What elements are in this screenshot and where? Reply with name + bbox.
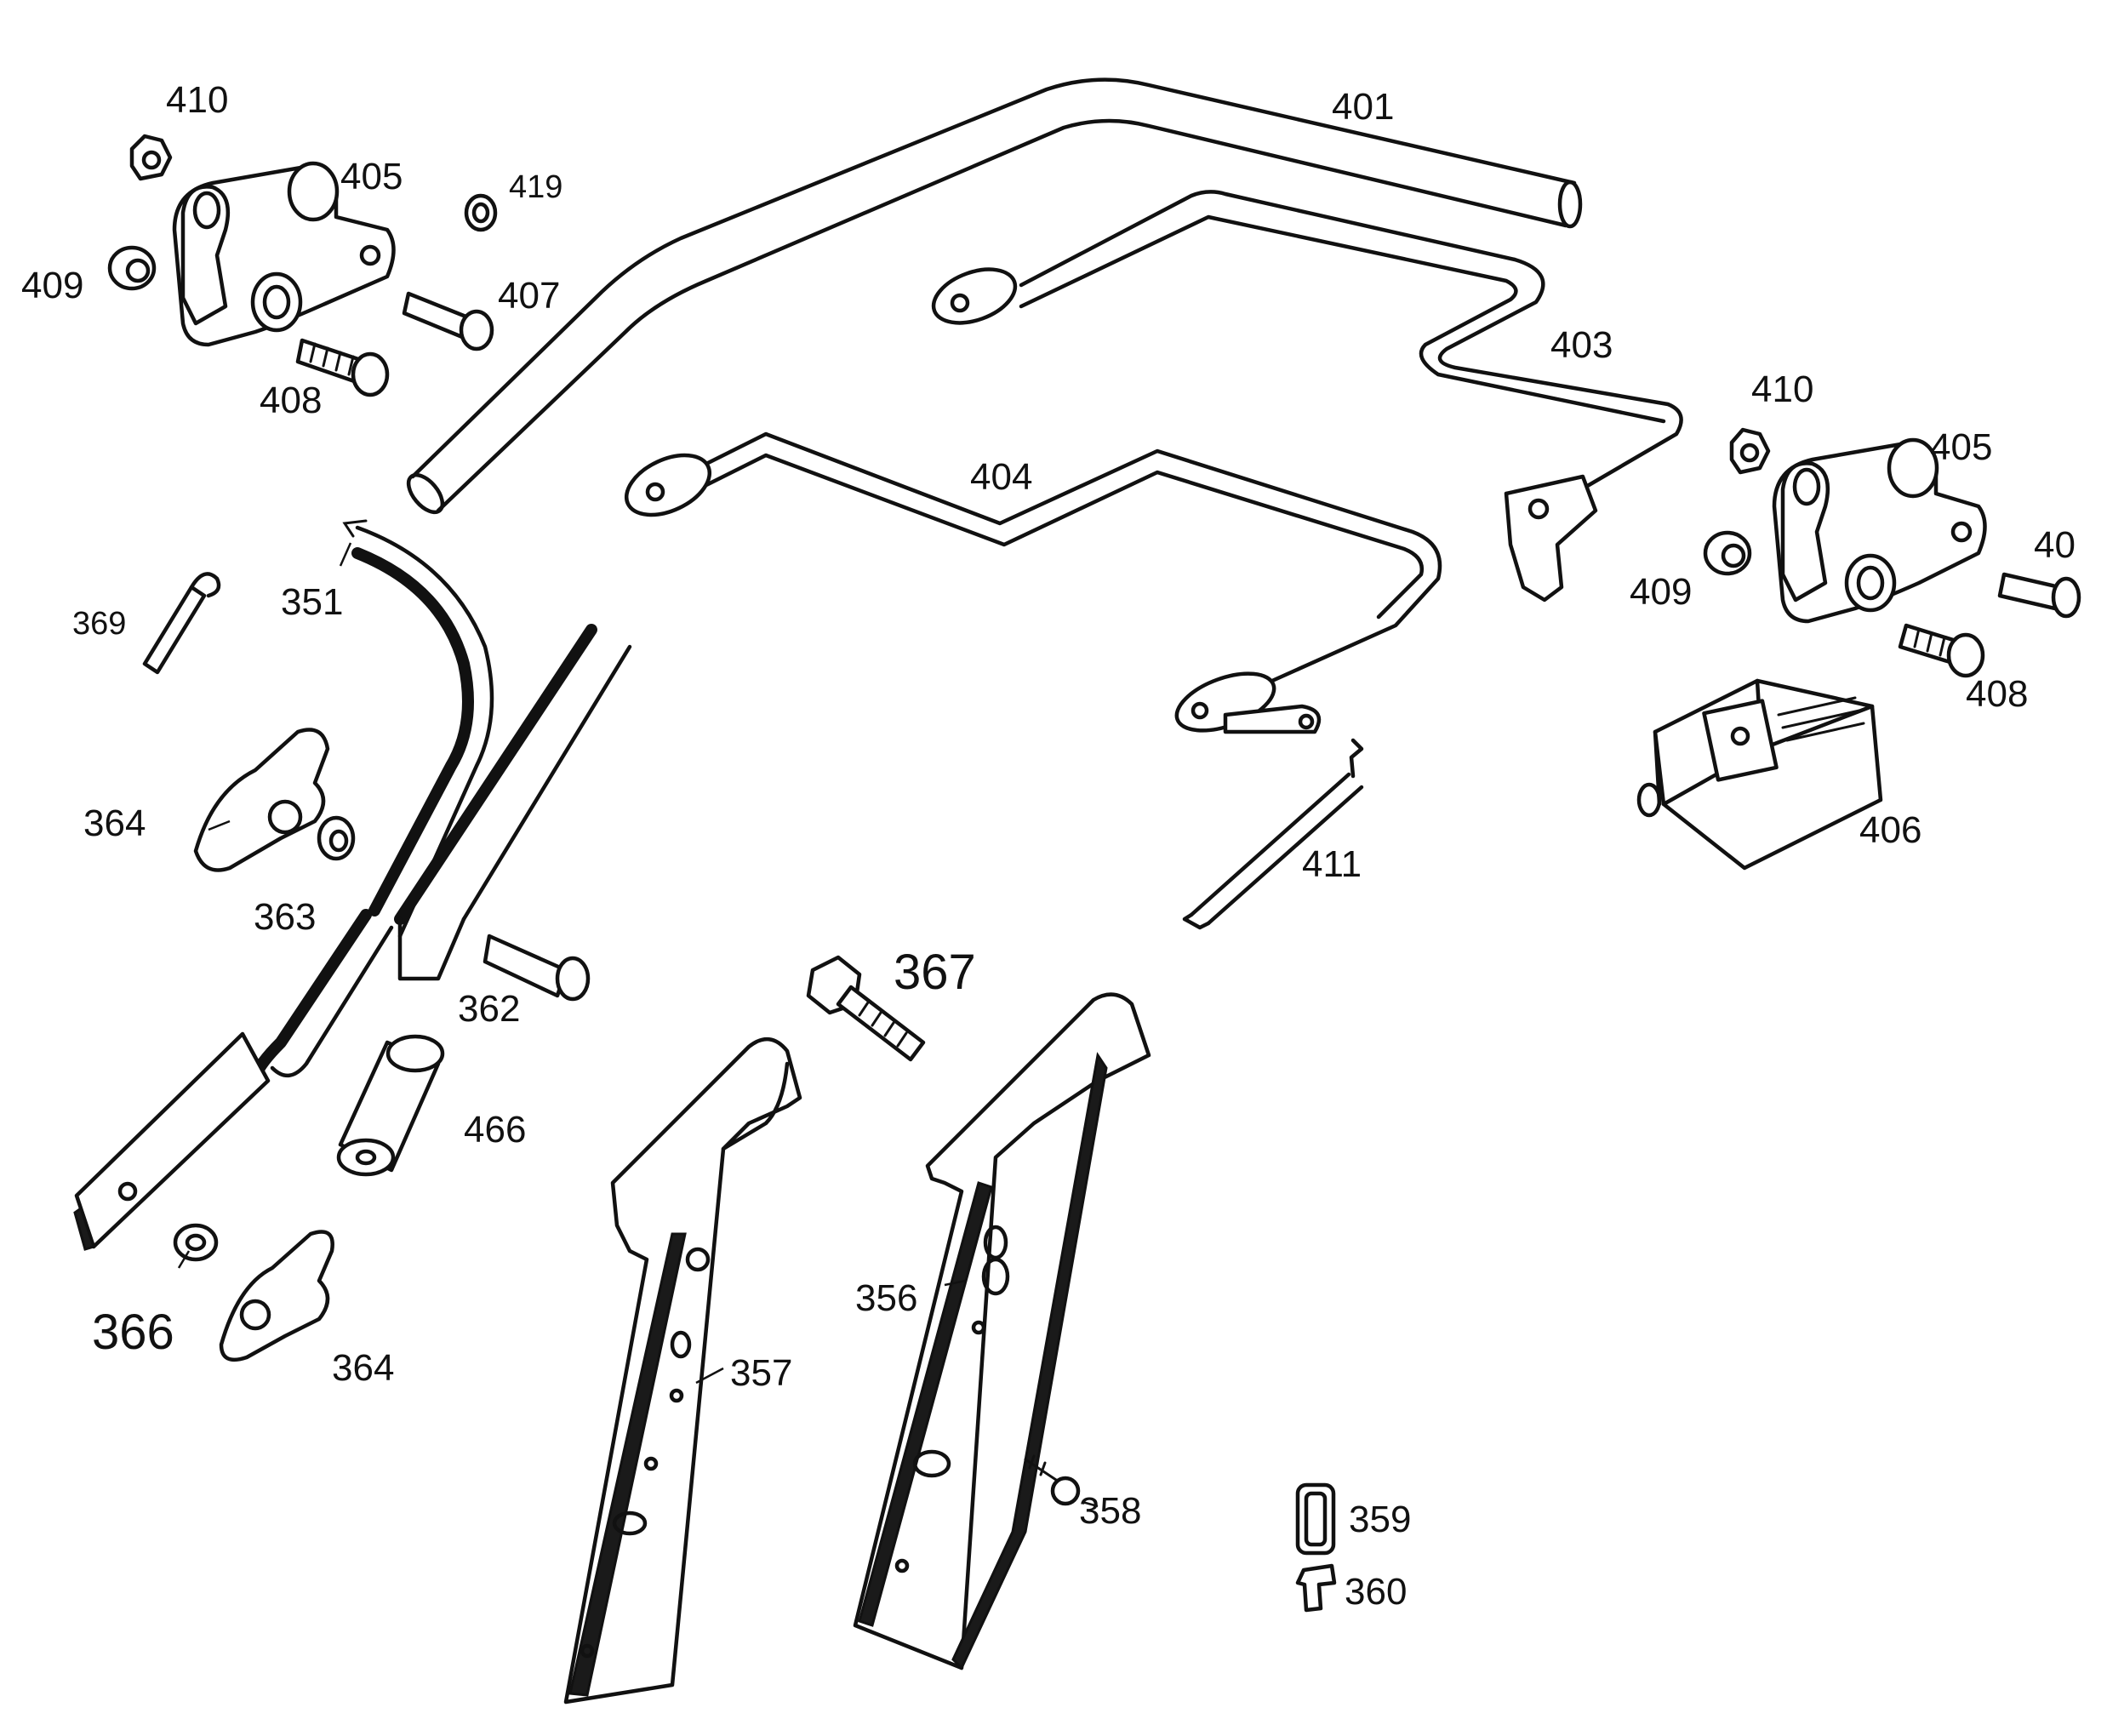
label-407: 407 [498,275,560,317]
part-466-spacer [336,1034,445,1177]
part-407-pin-right [1997,572,2081,619]
label-356: 356 [855,1277,917,1319]
part-359-gasket [1295,1482,1336,1556]
part-409-cap-left [107,245,157,291]
part-364-knob-top [193,728,330,872]
part-362-bolt [482,934,591,1002]
label-466: 466 [464,1109,526,1151]
label-409-left: 409 [21,265,83,306]
part-367-bolt [806,955,926,1062]
part-410-nut-right [1729,427,1771,475]
label-407-right-partial: 40 [2034,524,2076,566]
part-403-rod [931,190,1683,602]
part-404-rod [624,431,1442,734]
part-411-link-rod [1182,738,1364,930]
label-406: 406 [1859,809,1921,851]
label-366: 366 [92,1305,174,1360]
part-409-cap-right [1703,530,1752,576]
label-359: 359 [1349,1499,1411,1540]
part-357-side-frame [563,1037,802,1705]
part-369-clip [142,572,221,675]
label-401: 401 [1332,86,1394,128]
label-351: 351 [281,581,343,623]
label-360: 360 [1345,1571,1407,1613]
label-367: 367 [894,945,976,1000]
label-362: 362 [458,988,520,1030]
label-408-right: 408 [1966,673,2028,715]
label-357: 357 [730,1352,792,1394]
part-358-screw [1024,1454,1081,1506]
label-405-right: 405 [1930,426,1992,468]
part-408-screw-right [1898,623,1985,678]
part-360-clip [1295,1563,1337,1613]
part-351-lower-handle [73,519,494,1251]
part-labels: 410 405 419 409 407 408 401 403 404 410 … [21,79,2076,1613]
label-411: 411 [1302,843,1362,885]
part-356-side-frame [853,992,1151,1670]
label-364-top: 364 [83,802,146,844]
part-366-washer [173,1223,219,1262]
label-364-bottom: 364 [332,1347,394,1389]
part-419-washer [464,193,498,232]
leader-lines [177,542,1099,1508]
part-405-hinge-left [172,161,396,347]
part-363-washer [317,815,356,861]
part-363-tube [394,624,632,981]
part-410-nut-left [129,134,173,181]
label-404: 404 [970,456,1032,498]
label-369: 369 [72,606,126,642]
label-358: 358 [1079,1490,1141,1532]
part-407-pin-left [402,291,494,351]
label-419: 419 [509,169,562,205]
part-364-knob-bottom [219,1230,334,1362]
label-410-left: 410 [166,79,228,121]
part-405-hinge-right [1772,437,1987,624]
part-408-screw-left [295,338,390,397]
part-406-cover [1636,678,1883,871]
part-401-handle-bar [406,77,1583,515]
label-363: 363 [254,896,316,938]
label-409-right: 409 [1630,571,1692,613]
label-410-right: 410 [1751,368,1813,410]
label-403: 403 [1550,324,1613,366]
label-408-left: 408 [260,380,322,421]
label-405-left: 405 [340,156,403,197]
